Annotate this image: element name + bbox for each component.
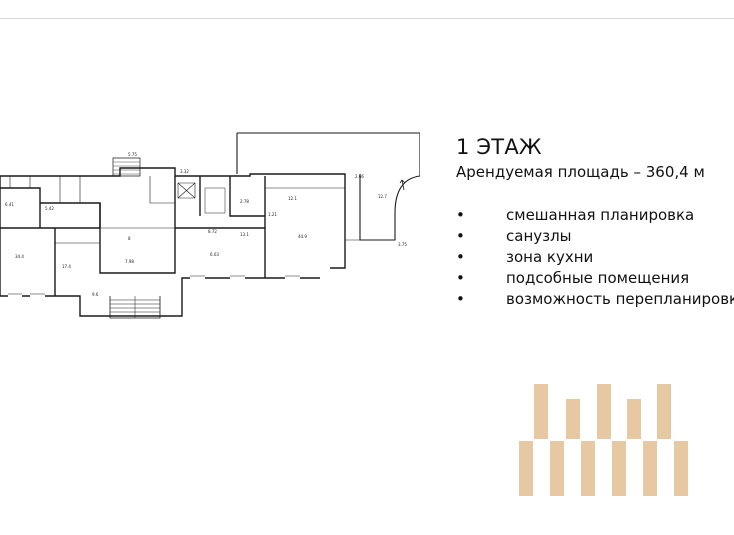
top-divider — [0, 18, 734, 19]
feature-text: подсобные помещения — [506, 269, 690, 287]
svg-text:17.4: 17.4 — [62, 264, 71, 269]
svg-text:12.1: 12.1 — [288, 196, 297, 201]
floor-plan-drawing: 6.41 5.42 34.4 17.4 8 7.98 6.03 44.9 12.… — [0, 132, 420, 319]
svg-text:12.7: 12.7 — [378, 194, 387, 199]
svg-text:3.75: 3.75 — [398, 242, 407, 247]
svg-text:6.41: 6.41 — [5, 202, 14, 207]
logo-bars-icon — [519, 384, 688, 496]
svg-text:2.78: 2.78 — [240, 199, 249, 204]
feature-text: зона кухни — [506, 248, 594, 266]
svg-text:7.98: 7.98 — [125, 259, 134, 264]
svg-text:5.42: 5.42 — [45, 206, 54, 211]
feature-text: возможность перепланировки — [506, 290, 734, 308]
svg-text:1.21: 1.21 — [268, 212, 277, 217]
svg-text:34.4: 34.4 — [15, 254, 24, 259]
svg-text:5.75: 5.75 — [128, 152, 137, 157]
svg-text:9.6: 9.6 — [92, 292, 99, 297]
floor-plan: 6.41 5.42 34.4 17.4 8 7.98 6.03 44.9 12.… — [0, 128, 420, 328]
brand-logo — [519, 384, 689, 496]
svg-text:2.66: 2.66 — [355, 174, 364, 179]
svg-text:6.03: 6.03 — [210, 252, 219, 257]
bullet: • — [456, 206, 465, 224]
page-title: 1 ЭТАЖ — [456, 135, 542, 159]
svg-text:13.1: 13.1 — [240, 232, 249, 237]
svg-text:8.72: 8.72 — [208, 229, 217, 234]
bullet: • — [456, 290, 465, 308]
bullet: • — [456, 227, 465, 245]
bullet: • — [456, 269, 465, 287]
bullet: • — [456, 248, 465, 266]
area-text: Арендуемая площадь – 360,4 м — [456, 163, 705, 181]
svg-text:8: 8 — [128, 236, 131, 241]
feature-text: санузлы — [506, 227, 572, 245]
svg-text:44.9: 44.9 — [298, 234, 307, 239]
svg-text:3.32: 3.32 — [180, 169, 189, 174]
feature-text: смешанная планировка — [506, 206, 695, 224]
